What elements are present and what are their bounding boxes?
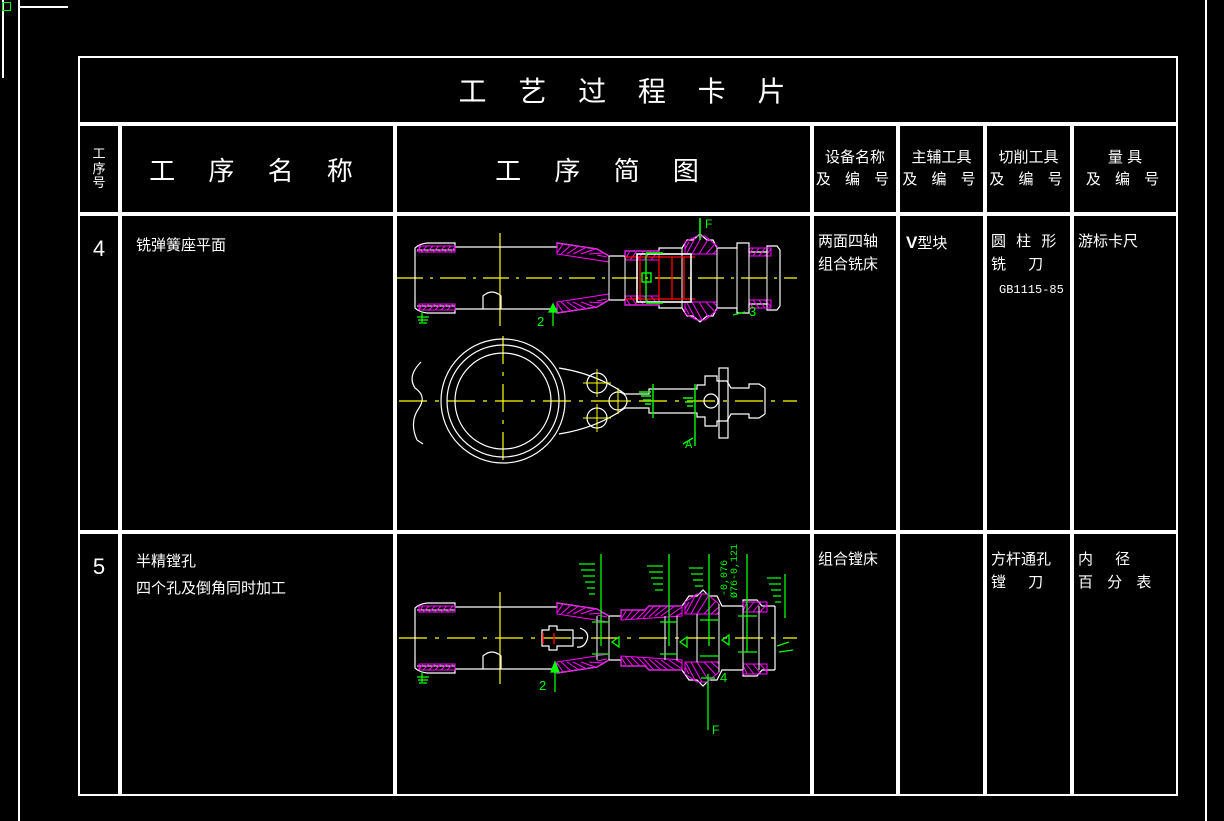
header-measuring-tools-line2: 及 编 号 [1085,171,1165,188]
row-5-op-number: 5 [92,554,106,579]
header-main-tools-line1: 主辅工具 [911,148,972,166]
row-4-section-mark-f: F [699,217,712,240]
row-4-measuring-tools-line1: 游标卡尺 [1078,233,1139,250]
row-5-main-tools-cell [898,532,985,796]
row-5-drawing: Ø76-0,121 -0,076 2 4 F [397,534,810,794]
row-4-cutting-tools-code: GB1115-85 [999,282,1064,297]
row-5-op-name-line2: 四个孔及倒角同时加工 [136,580,287,597]
row-4-label-3: 3 [749,304,756,319]
row-4-drawing: F 2 3 [397,216,810,530]
row-5-dimension-2: -0,076 [720,560,731,596]
row-5-measuring-tools-line1: 内 径 [1078,551,1140,568]
frame-left-line [18,0,20,821]
row-5-dimension-1: Ø76-0,121 [729,544,741,598]
row-5-measuring-tools-cell: 内 径 百 分 表 [1072,532,1178,796]
header-op-number-char-0: 工 [92,145,106,161]
row-4-diagram-cell: F 2 3 [395,214,812,532]
row-5-diagram-cell: Ø76-0,121 -0,076 2 4 F [395,532,812,796]
header-cutting-tools: 切削工具 及 编 号 [985,124,1072,214]
row-4-main-tools-cell: V型块 [898,214,985,532]
header-main-tools: 主辅工具 及 编 号 [898,124,985,214]
origin-marker-icon [2,2,11,11]
header-op-number: 工 序 号 [78,124,120,214]
header-equipment-line2: 及 编 号 [815,171,895,188]
row-4-op-number: 4 [92,236,106,261]
header-op-name-label: 工 序 名 称 [149,155,366,186]
row-4-plan-view: A [399,336,797,468]
process-card-table: 工 艺 过 程 卡 片 工 序 号 工 序 名 称 工 序 简 图 设备名称 及… [78,56,1178,796]
row-4-op-name-cell: 铣弹簧座平面 [120,214,395,532]
header-measuring-tools-line1: 量 具 [1107,148,1143,166]
row-4-equipment-cell: 两面四轴 组合铣床 [812,214,898,532]
row-4-main-tools-prefix: V [906,233,918,252]
row-4-op-number-cell: 4 [78,214,120,532]
row-5-cutting-tools-line2: 镗 刀 [991,574,1053,592]
header-cutting-tools-line2: 及 编 号 [989,171,1068,188]
row-5-section-view: Ø76-0,121 -0,076 2 4 F [399,544,797,737]
header-op-name: 工 序 名 称 [120,124,395,214]
header-main-tools-line2: 及 编 号 [902,171,981,188]
row-5-op-name-line1: 半精镗孔 [136,553,197,570]
row-4-measuring-tools-cell: 游标卡尺 [1072,214,1178,532]
frame-right-line [1205,0,1207,821]
row-5-label-F: F [712,723,719,737]
row-5-label-4: 4 [720,670,727,685]
row-4-section-view: F 2 3 [397,217,797,329]
frame-inner-left-line [2,0,4,78]
row-4-label-2: 2 [537,314,544,329]
row-5-op-number-cell: 5 [78,532,120,796]
row-4-highlight-region [625,256,695,300]
header-measuring-tools: 量 具 及 编 号 [1072,124,1178,214]
header-op-diagram-label: 工 序 简 图 [495,155,712,186]
row-4-label-F: F [705,217,712,231]
row-4-equipment-line1: 两面四轴 [818,233,879,250]
frame-top-line [18,6,68,8]
row-5-measuring-tools-line2: 百 分 表 [1078,574,1157,592]
row-5-equipment-cell: 组合镗床 [812,532,898,796]
row-5-op-name-cell: 半精镗孔 四个孔及倒角同时加工 [120,532,395,796]
header-equipment-line1: 设备名称 [824,148,885,166]
row-4-op-name: 铣弹簧座平面 [136,237,227,254]
header-cutting-tools-line1: 切削工具 [998,148,1059,166]
row-4-equipment-line2: 组合铣床 [818,256,879,274]
row-4-main-tools-text: 型块 [917,235,948,252]
row-5-equipment-line1: 组合镗床 [818,551,879,568]
page-title: 工 艺 过 程 卡 片 [458,76,798,107]
row-4-cutting-tools-cell: 圆 柱 形 铣 刀 GB1115-85 [985,214,1072,532]
row-4-cutting-tools-line1: 圆 柱 形 [991,233,1060,250]
header-op-number-char-1: 序 [92,160,106,176]
row-5-boring-bar [541,625,589,651]
row-5-cutting-tools-cell: 方杆通孔 镗 刀 [985,532,1072,796]
row-5-label-2: 2 [539,678,546,693]
row-4-cutting-tools-line2: 铣 刀 [991,256,1053,274]
row-4-label-A: A [685,439,693,451]
header-op-number-char-2: 号 [92,175,106,191]
header-equipment: 设备名称 及 编 号 [812,124,898,214]
header-op-diagram: 工 序 简 图 [395,124,812,214]
card-title-cell: 工 艺 过 程 卡 片 [78,56,1178,124]
row-5-cutting-tools-line1: 方杆通孔 [991,551,1052,568]
